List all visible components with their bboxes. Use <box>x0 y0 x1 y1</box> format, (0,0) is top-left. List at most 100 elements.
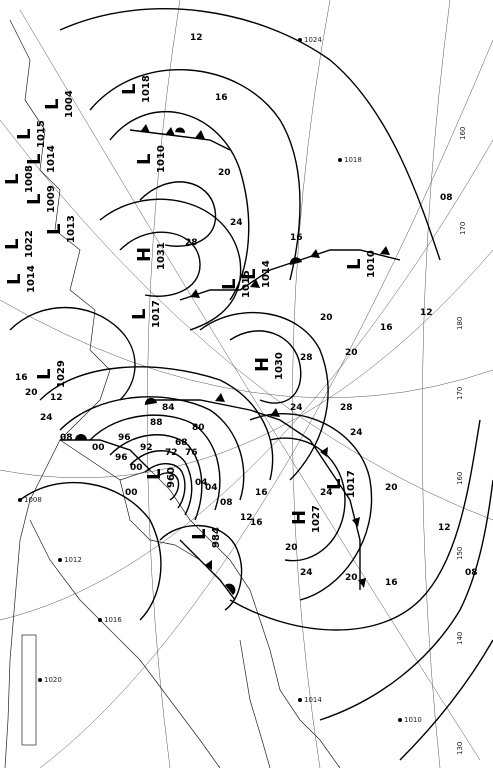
svg-text:1029: 1029 <box>56 360 67 388</box>
low-center: L 1009 <box>24 185 57 213</box>
isobar-label: 68 <box>175 438 188 448</box>
low-center: L 1014 <box>4 265 37 293</box>
longitude-tick: 170 <box>456 387 464 400</box>
svg-text:1027: 1027 <box>311 505 322 533</box>
station-value: 1014 <box>304 696 322 704</box>
isobar-label: 20 <box>285 543 298 553</box>
isobar-label: 08 <box>440 193 453 203</box>
svg-text:L: L <box>2 239 23 250</box>
svg-text:1017: 1017 <box>346 470 357 498</box>
station-value: 1008 <box>24 496 42 504</box>
legend-box <box>21 634 37 746</box>
high-center: H 1030 <box>252 352 285 380</box>
low-center: L 1017 <box>324 470 357 498</box>
isobar-label: 20 <box>25 388 38 398</box>
isobar-label: 16 <box>15 373 28 383</box>
isobar-label: 16 <box>255 488 268 498</box>
isobar-label: 00 <box>92 443 105 453</box>
isobar-label: 08 <box>220 498 233 508</box>
low-center: L 1022 <box>2 230 35 258</box>
isobar-label: 12 <box>438 523 451 533</box>
svg-text:L: L <box>24 194 45 205</box>
isobar-label: 24 <box>320 488 333 498</box>
isobar-label: 28 <box>185 238 198 248</box>
isobar-label: 24 <box>300 568 313 578</box>
svg-text:1022: 1022 <box>24 230 35 258</box>
low-center: L 1029 <box>34 360 67 388</box>
isobar-label: 04 <box>205 483 218 493</box>
low-center: L 1013 <box>44 215 77 243</box>
isobars <box>9 8 493 761</box>
station-value: 1024 <box>304 36 322 44</box>
longitude-ticks: 160 170 180 170 160 150 140 130 <box>456 127 467 755</box>
low-center: L 1015 <box>219 270 252 298</box>
isobar-label: 84 <box>162 403 175 413</box>
high-centers: H 1031 H 1030 H 1027 <box>134 242 322 533</box>
svg-text:L: L <box>119 84 140 95</box>
svg-text:1014: 1014 <box>26 265 37 293</box>
isobar-label: 04 <box>195 478 208 488</box>
svg-text:1014: 1014 <box>261 260 272 288</box>
isobar-label: 08 <box>465 568 478 578</box>
longitude-tick: 150 <box>456 547 464 560</box>
low-center: L 1017 <box>129 300 162 328</box>
svg-text:H: H <box>252 357 273 372</box>
isobar-label: 24 <box>40 413 53 423</box>
high-center: H 1031 <box>134 242 167 270</box>
isobar-label: 12 <box>240 513 253 523</box>
isobar-label: 88 <box>150 418 163 428</box>
longitude-tick: 160 <box>459 127 467 140</box>
station-value: 1012 <box>64 556 82 564</box>
svg-text:H: H <box>134 247 155 262</box>
isobar-label: 28 <box>340 403 353 413</box>
svg-text:L: L <box>24 154 45 165</box>
longitude-tick: 140 <box>456 632 464 645</box>
station-value: 1020 <box>44 676 62 684</box>
station-value: 1010 <box>404 716 422 724</box>
low-center: L 984 <box>189 527 222 548</box>
coastlines <box>4 19 341 768</box>
svg-text:L: L <box>189 529 210 540</box>
svg-text:L: L <box>324 479 345 490</box>
isobar-label: 16 <box>290 233 303 243</box>
isobar-label: 16 <box>380 323 393 333</box>
low-center: L 1004 <box>42 90 75 118</box>
isobar-label: 12 <box>420 308 433 318</box>
isobar-label: 16 <box>385 578 398 588</box>
isobar-label: 20 <box>320 313 333 323</box>
svg-text:1014: 1014 <box>46 145 57 173</box>
svg-text:1030: 1030 <box>274 352 285 380</box>
low-center: L 960 <box>144 467 177 488</box>
svg-text:1015: 1015 <box>241 270 252 298</box>
svg-text:1018: 1018 <box>141 75 152 103</box>
svg-text:L: L <box>239 269 260 280</box>
isobar-label: 16 <box>215 93 228 103</box>
svg-text:960: 960 <box>166 467 177 488</box>
isobar-label: 20 <box>345 348 358 358</box>
isobar-label: 24 <box>290 403 303 413</box>
isobar-label: 96 <box>115 453 128 463</box>
svg-text:1010: 1010 <box>366 250 377 278</box>
svg-text:1031: 1031 <box>156 242 167 270</box>
low-center: L 1014 <box>24 145 57 173</box>
station-value: 1018 <box>344 156 362 164</box>
isobar-label: 00 <box>125 488 138 498</box>
svg-text:L: L <box>129 309 150 320</box>
fronts <box>60 124 401 601</box>
station-value: 1016 <box>104 616 122 624</box>
isobar-label: 16 <box>250 518 263 528</box>
svg-text:L: L <box>134 154 155 165</box>
isobar-label: 00 <box>130 463 143 473</box>
low-center: L 1010 <box>344 250 377 278</box>
low-centers: L 1018 L 1015 L 1004 L 1014 L 1008 L 100… <box>2 75 377 548</box>
station-plots: 1008 1012 1016 1020 1024 1018 1014 1010 <box>18 36 422 724</box>
svg-text:L: L <box>44 224 65 235</box>
isobar-label: 28 <box>300 353 313 363</box>
longitude-tick: 160 <box>456 472 464 485</box>
svg-text:L: L <box>4 274 25 285</box>
isobar-label: 12 <box>50 393 63 403</box>
svg-text:1015: 1015 <box>36 120 47 148</box>
isobar-label: 24 <box>350 428 363 438</box>
